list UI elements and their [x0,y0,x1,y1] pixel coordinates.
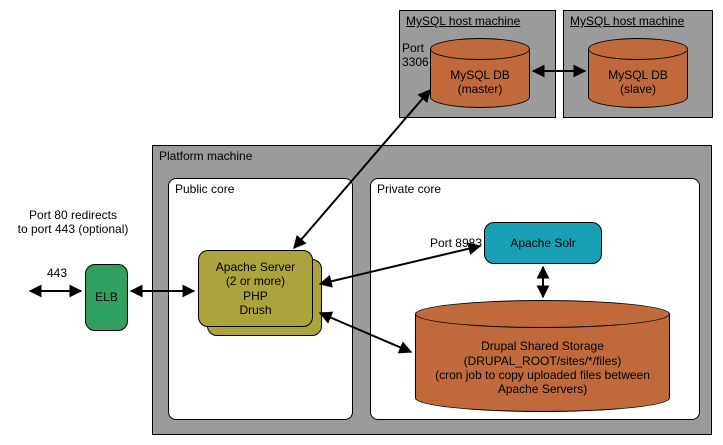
platform-machine-title: Platform machine [159,149,253,163]
mysql-host-2-title: MySQL host machine [570,14,685,28]
drupal-storage-label: Drupal Shared Storage (DRUPAL_ROOT/sites… [435,339,650,397]
mysql-master-db-label: MySQL DB (master) [450,67,510,96]
public-core-title: Public core [175,182,235,196]
port-80-redirect-note: Port 80 redirects to port 443 (optional) [17,208,129,237]
mysql-master-cylinder-cap [430,38,530,60]
drupal-storage-cylinder: Drupal Shared Storage (DRUPAL_ROOT/sites… [415,300,670,412]
apache-solr-node: Apache Solr [484,222,602,264]
apache-solr-label: Apache Solr [510,235,576,250]
private-core-title: Private core [377,182,442,196]
mysql-host-1-title: MySQL host machine [406,14,521,28]
mysql-master-db-cylinder: MySQL DB (master) [430,38,530,108]
drupal-storage-cylinder-cap [415,300,670,328]
drupal-storage-cylinder-body [415,314,670,412]
solr-port-8983-label: Port 8983 [429,236,482,250]
mysql-master-cylinder-body [430,49,530,108]
port-443-label: 443 [46,266,68,280]
mysql-slave-db-cylinder: MySQL DB (slave) [588,38,688,108]
elb-label: ELB [95,290,118,305]
apache-server-label: Apache Server (2 or more) PHP Drush [215,259,296,317]
mysql-port-3306-label: Port 3306 [402,41,429,70]
elb-node: ELB [85,264,128,331]
mysql-slave-db-label: MySQL DB (slave) [608,67,668,96]
apache-server-node: Apache Server (2 or more) PHP Drush [198,250,313,327]
mysql-slave-cylinder-cap [588,38,688,60]
